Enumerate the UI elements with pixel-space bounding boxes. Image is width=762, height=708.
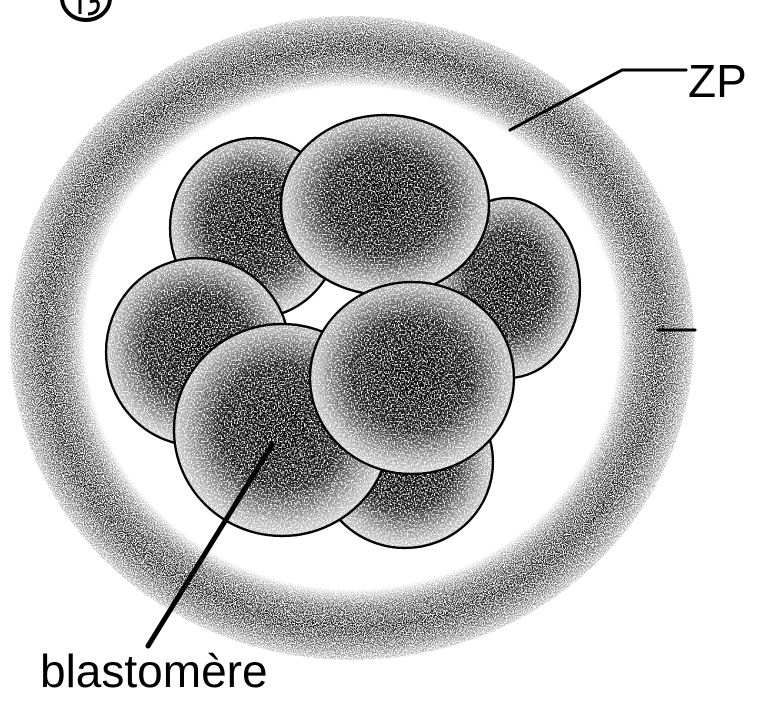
blastomere-cell [310,282,514,474]
figure-number-badge [62,0,110,20]
zp-label: ZP [688,58,747,104]
blastomere-label: blastomère [40,648,268,694]
blastomere-cell [281,115,489,295]
